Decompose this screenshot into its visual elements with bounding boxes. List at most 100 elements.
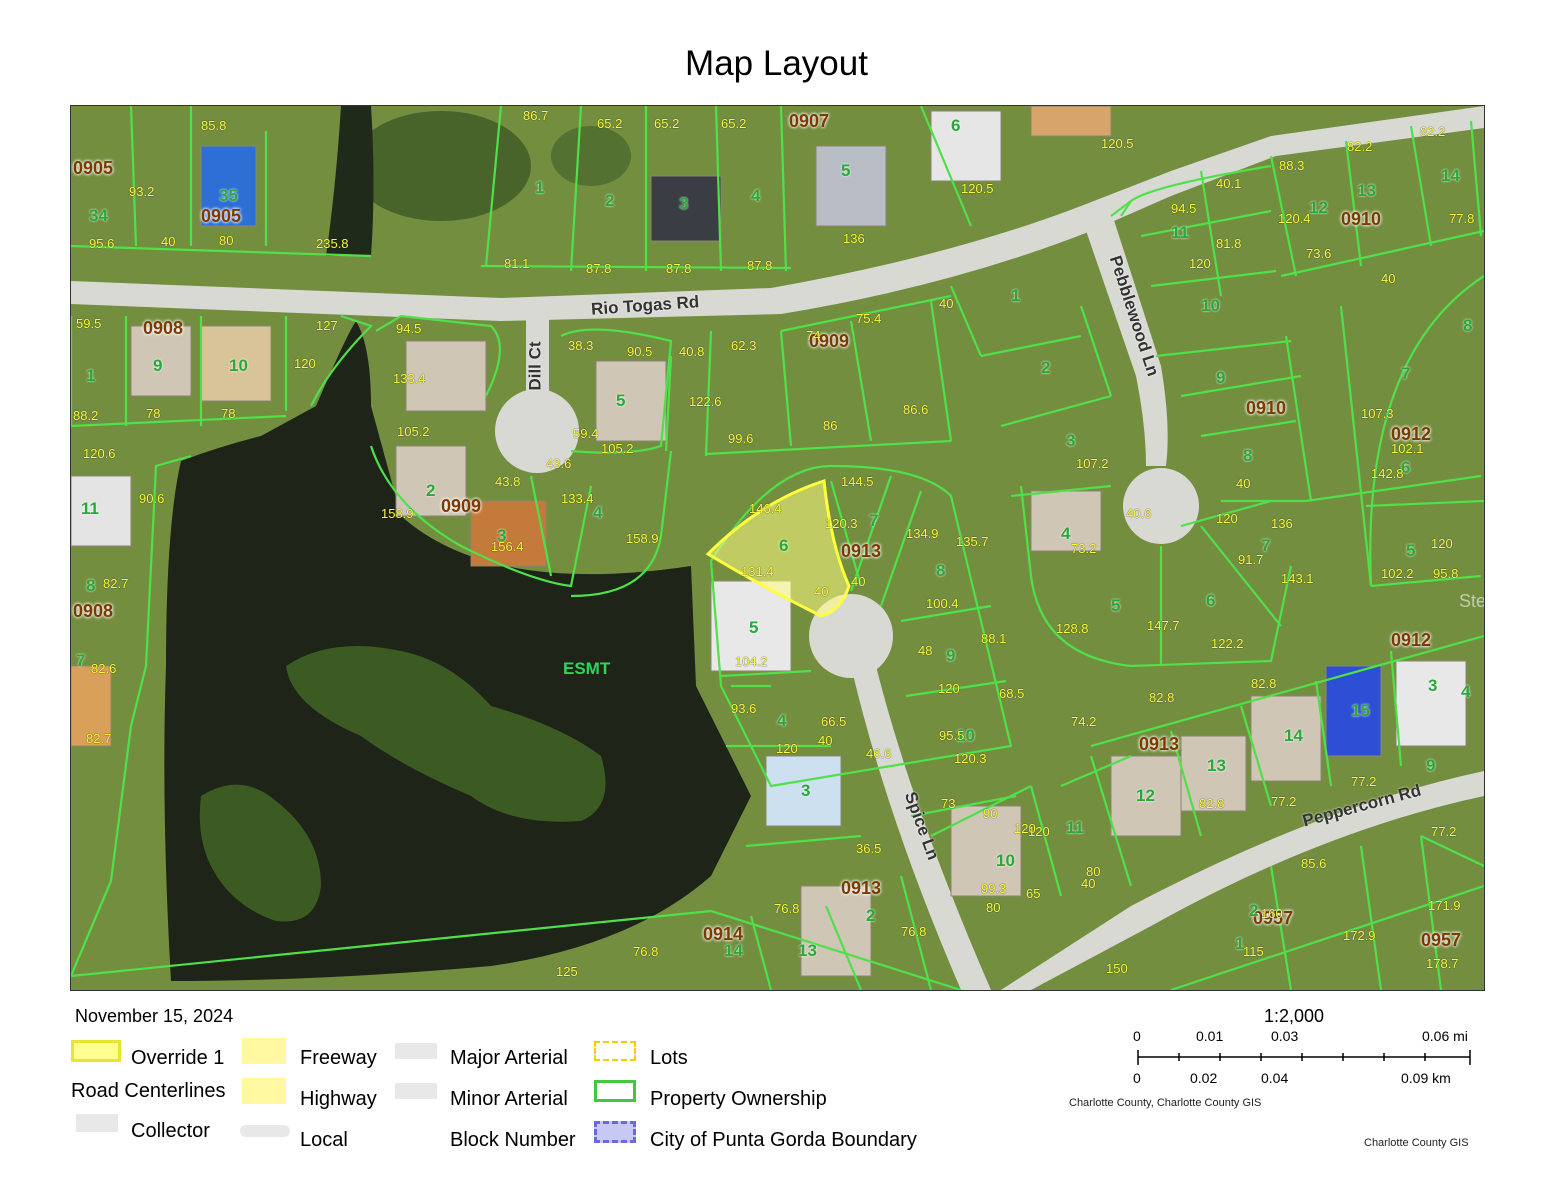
city-boundary-swatch	[594, 1121, 636, 1143]
dimension-label: 160	[1261, 906, 1283, 921]
lot-number-label: 9	[1426, 756, 1436, 775]
dimension-label: 82.8	[1199, 796, 1225, 811]
dimension-label: 85.8	[201, 118, 227, 133]
dimension-label: 40.8	[679, 344, 705, 359]
dimension-label: 40	[814, 584, 829, 599]
highway-swatch	[242, 1078, 286, 1104]
dimension-label: 128.8	[1056, 621, 1089, 636]
dimension-label: 76.8	[901, 924, 927, 939]
lot-number-label: 2	[1041, 358, 1051, 377]
dimension-label: 102.2	[1381, 566, 1414, 581]
dimension-label: 102.1	[1391, 441, 1424, 456]
dimension-label: 91.7	[1238, 552, 1264, 567]
dimension-label: 134.9	[906, 526, 939, 541]
dimension-label: 87.8	[586, 261, 612, 276]
lot-number-label: 9	[153, 356, 163, 375]
scale-km-3: 0.09 km	[1401, 1070, 1451, 1086]
lot-number-label: 7	[76, 651, 86, 670]
local-swatch	[240, 1125, 290, 1137]
block-number-label: 0910	[1341, 209, 1382, 229]
lot-number-label: 15	[1351, 701, 1370, 720]
dimension-label: 93.6	[731, 701, 757, 716]
freeway-swatch	[242, 1038, 286, 1064]
lot-number-label: 10	[229, 356, 248, 375]
block-number-label: 0909	[441, 496, 482, 516]
dimension-label: 131.4	[741, 564, 774, 579]
street-label-dill-ct: Dill Ct	[525, 341, 545, 391]
dimension-label: 143.1	[1281, 571, 1314, 586]
dimension-label: 93.2	[129, 184, 155, 199]
dimension-label: 40.1	[1216, 176, 1242, 191]
lot-number-label: 3	[1066, 431, 1076, 450]
dimension-label: 86	[823, 418, 838, 433]
dimension-label: 178.7	[1426, 956, 1459, 971]
dimension-label: 235.8	[316, 236, 349, 251]
dimension-label: 59.4	[573, 426, 599, 441]
dimension-label: 65.2	[654, 116, 680, 131]
block-number-label: 0908	[73, 601, 114, 621]
lot-number-label: 13	[798, 941, 817, 960]
block-number-label: 0905	[73, 158, 114, 178]
dimension-label: 115	[1243, 944, 1264, 959]
dimension-label: 80	[986, 900, 1001, 915]
lot-number-label: 1	[1235, 934, 1245, 953]
lot-number-label: 35	[219, 186, 238, 205]
dimension-label: 120	[1014, 821, 1036, 836]
legend-city-boundary: City of Punta Gorda Boundary	[650, 1129, 917, 1151]
page-title: Map Layout	[685, 44, 868, 83]
dimension-label: 86.7	[523, 108, 549, 123]
legend-highway: Highway	[300, 1088, 377, 1110]
dimension-label: 82.2	[1420, 124, 1446, 139]
dimension-label: 120.5	[961, 181, 994, 196]
legend-collector: Collector	[131, 1120, 210, 1142]
dimension-label: 99.6	[728, 431, 754, 446]
block-number-label: 0908	[143, 318, 184, 338]
dimension-label: 78	[146, 406, 161, 421]
map-frame[interactable]: Rio Togas Rd Dill Ct Pebblewood Ln Spice…	[70, 105, 1485, 991]
dimension-label: 120	[1189, 256, 1211, 271]
lot-number-label: 34	[89, 206, 108, 225]
major-arterial-swatch	[395, 1043, 437, 1059]
legend-minor-arterial: Minor Arterial	[450, 1088, 568, 1110]
dimension-label: 120	[1028, 824, 1050, 839]
dimension-label: 94.5	[1171, 201, 1197, 216]
legend-block-number: Block Number	[450, 1129, 576, 1151]
dimension-label: 87.8	[747, 258, 773, 273]
lot-number-label: 14	[1284, 726, 1303, 745]
dimension-label: 38.3	[568, 338, 594, 353]
dimension-label: 40	[1236, 476, 1251, 491]
dimension-label: 77.2	[1271, 794, 1297, 809]
lot-number-label: 6	[951, 116, 961, 135]
scale-bar	[1137, 1050, 1471, 1065]
block-number-label: 0914	[703, 924, 744, 944]
dimension-label: 77.2	[1431, 824, 1457, 839]
block-number-label: 0913	[841, 878, 882, 898]
legend-override: Override 1	[131, 1047, 225, 1069]
lot-number-label: 6	[1401, 458, 1411, 477]
dimension-label: 133.4	[561, 491, 594, 506]
dimension-label: 74	[806, 328, 821, 343]
dimension-label: 95.5	[939, 728, 965, 743]
dimension-label: 73	[941, 796, 956, 811]
lot-number-label: 6	[1206, 591, 1216, 610]
lot-number-label: 14	[1441, 166, 1460, 185]
lot-number-label: 5	[1111, 596, 1121, 615]
lot-number-label: 9	[946, 646, 956, 665]
dimension-label: 40	[1381, 271, 1396, 286]
lot-number-label: 2	[605, 191, 615, 210]
dimension-label: 43.8	[495, 474, 521, 489]
lot-number-label: 10	[1201, 296, 1220, 315]
lot-number-label: 1	[535, 178, 545, 197]
dimension-label: 122.6	[689, 394, 722, 409]
lot-number-label: 3	[679, 194, 689, 213]
dimension-label: 120.5	[1101, 136, 1134, 151]
bottom-credit: Charlotte County GIS	[1364, 1137, 1469, 1149]
lot-number-label: 11	[1171, 223, 1189, 242]
lot-number-label: 8	[936, 561, 946, 580]
lot-number-label: 4	[593, 503, 603, 522]
scale-km-2: 0.04	[1261, 1070, 1289, 1086]
block-number-label: 0957	[1253, 908, 1294, 928]
dimension-label: 40	[939, 296, 954, 311]
lots-swatch	[594, 1041, 636, 1061]
block-number-label: 0912	[1391, 630, 1432, 650]
